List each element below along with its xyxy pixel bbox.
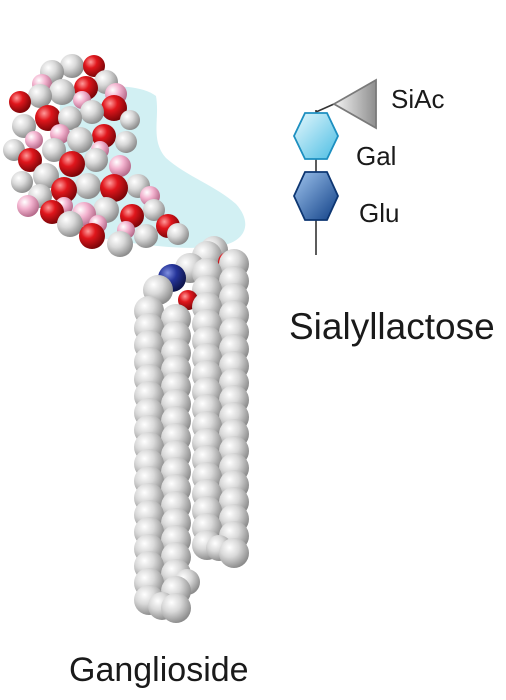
hydrogen-atom: [109, 155, 131, 177]
carbon-atom: [42, 138, 66, 162]
oxygen-atom: [83, 55, 105, 77]
sialyllactose-symbol: [293, 78, 377, 255]
oxygen-atom: [35, 105, 61, 131]
carbon-atom: [143, 199, 165, 221]
oxygen-atom: [101, 95, 127, 121]
siac-label: SiAc: [391, 84, 445, 114]
carbon-atom: [161, 593, 191, 623]
ganglioside-label: Ganglioside: [69, 651, 249, 689]
carbon-atom: [84, 148, 108, 172]
carbon-atom: [57, 211, 83, 237]
carbon-atom: [49, 79, 75, 105]
sialyllactose-label: Sialyllactose: [289, 306, 495, 347]
carbon-atom: [219, 538, 249, 568]
glu-label: Glu: [359, 198, 400, 228]
space-filling-atoms: [3, 54, 249, 623]
glycan-link-line-siac: [315, 103, 335, 113]
oxygen-atom: [59, 151, 85, 177]
carbon-atom: [134, 224, 158, 248]
carbon-atom: [120, 110, 140, 130]
gal-hexagon-icon: [293, 112, 339, 160]
carbon-atom: [58, 106, 82, 130]
gal-label: Gal: [356, 141, 397, 171]
triangle-icon: [332, 78, 377, 130]
oxygen-atom: [9, 91, 31, 113]
oxygen-atom: [51, 177, 77, 203]
carbon-atom: [75, 173, 101, 199]
carbon-atom: [80, 100, 104, 124]
hydrogen-atom: [25, 131, 43, 149]
carbon-atom: [107, 231, 133, 257]
oxygen-atom: [18, 148, 42, 172]
oxygen-atom: [79, 223, 105, 249]
oxygen-atom: [40, 200, 64, 224]
carbon-atom: [60, 54, 84, 78]
carbon-atom: [33, 163, 59, 189]
carbon-atom: [167, 223, 189, 245]
carbon-atom: [115, 131, 137, 153]
hydrogen-atom: [17, 195, 39, 217]
carbon-atom: [67, 127, 93, 153]
oxygen-atom: [100, 174, 128, 202]
glu-hexagon-icon: [293, 171, 339, 221]
carbon-atom: [11, 171, 33, 193]
carbon-atom: [28, 84, 52, 108]
